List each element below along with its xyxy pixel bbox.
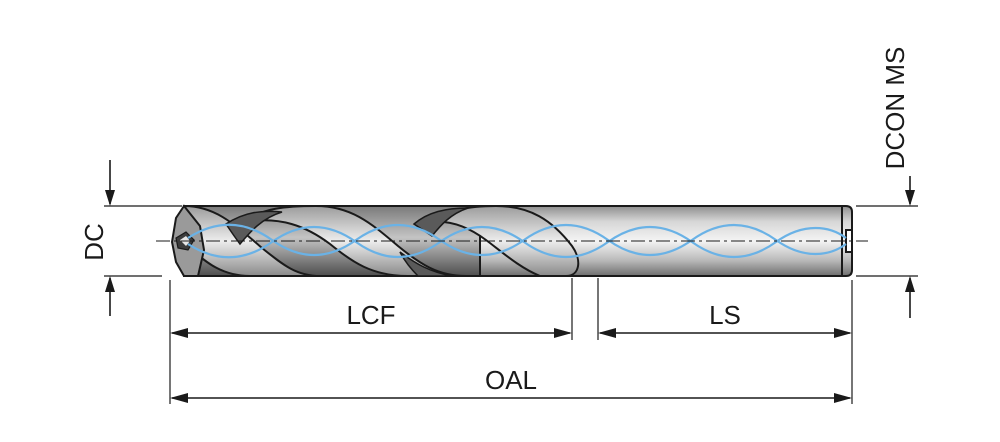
length-extension-lines <box>169 278 853 404</box>
dc-label: DC <box>79 223 109 261</box>
coolant-channel-1 <box>187 223 847 257</box>
flute-groove-1 <box>224 210 283 246</box>
oal-label: OAL <box>485 365 537 395</box>
ls-dimension: LS <box>598 300 852 338</box>
dcon-ms-label: DCON MS <box>880 47 910 170</box>
coolant-channels <box>187 223 847 259</box>
dcon-ms-dimension: DCON MS <box>856 47 918 318</box>
ls-label: LS <box>709 300 741 330</box>
flute-groove-2 <box>399 251 453 277</box>
coolant-channel-2 <box>187 225 847 259</box>
lcf-label: LCF <box>346 300 395 330</box>
helix-land-3 <box>428 204 580 277</box>
lcf-dimension: LCF <box>170 300 572 338</box>
dc-dimension: DC <box>79 160 182 316</box>
oal-dimension: OAL <box>170 365 852 403</box>
